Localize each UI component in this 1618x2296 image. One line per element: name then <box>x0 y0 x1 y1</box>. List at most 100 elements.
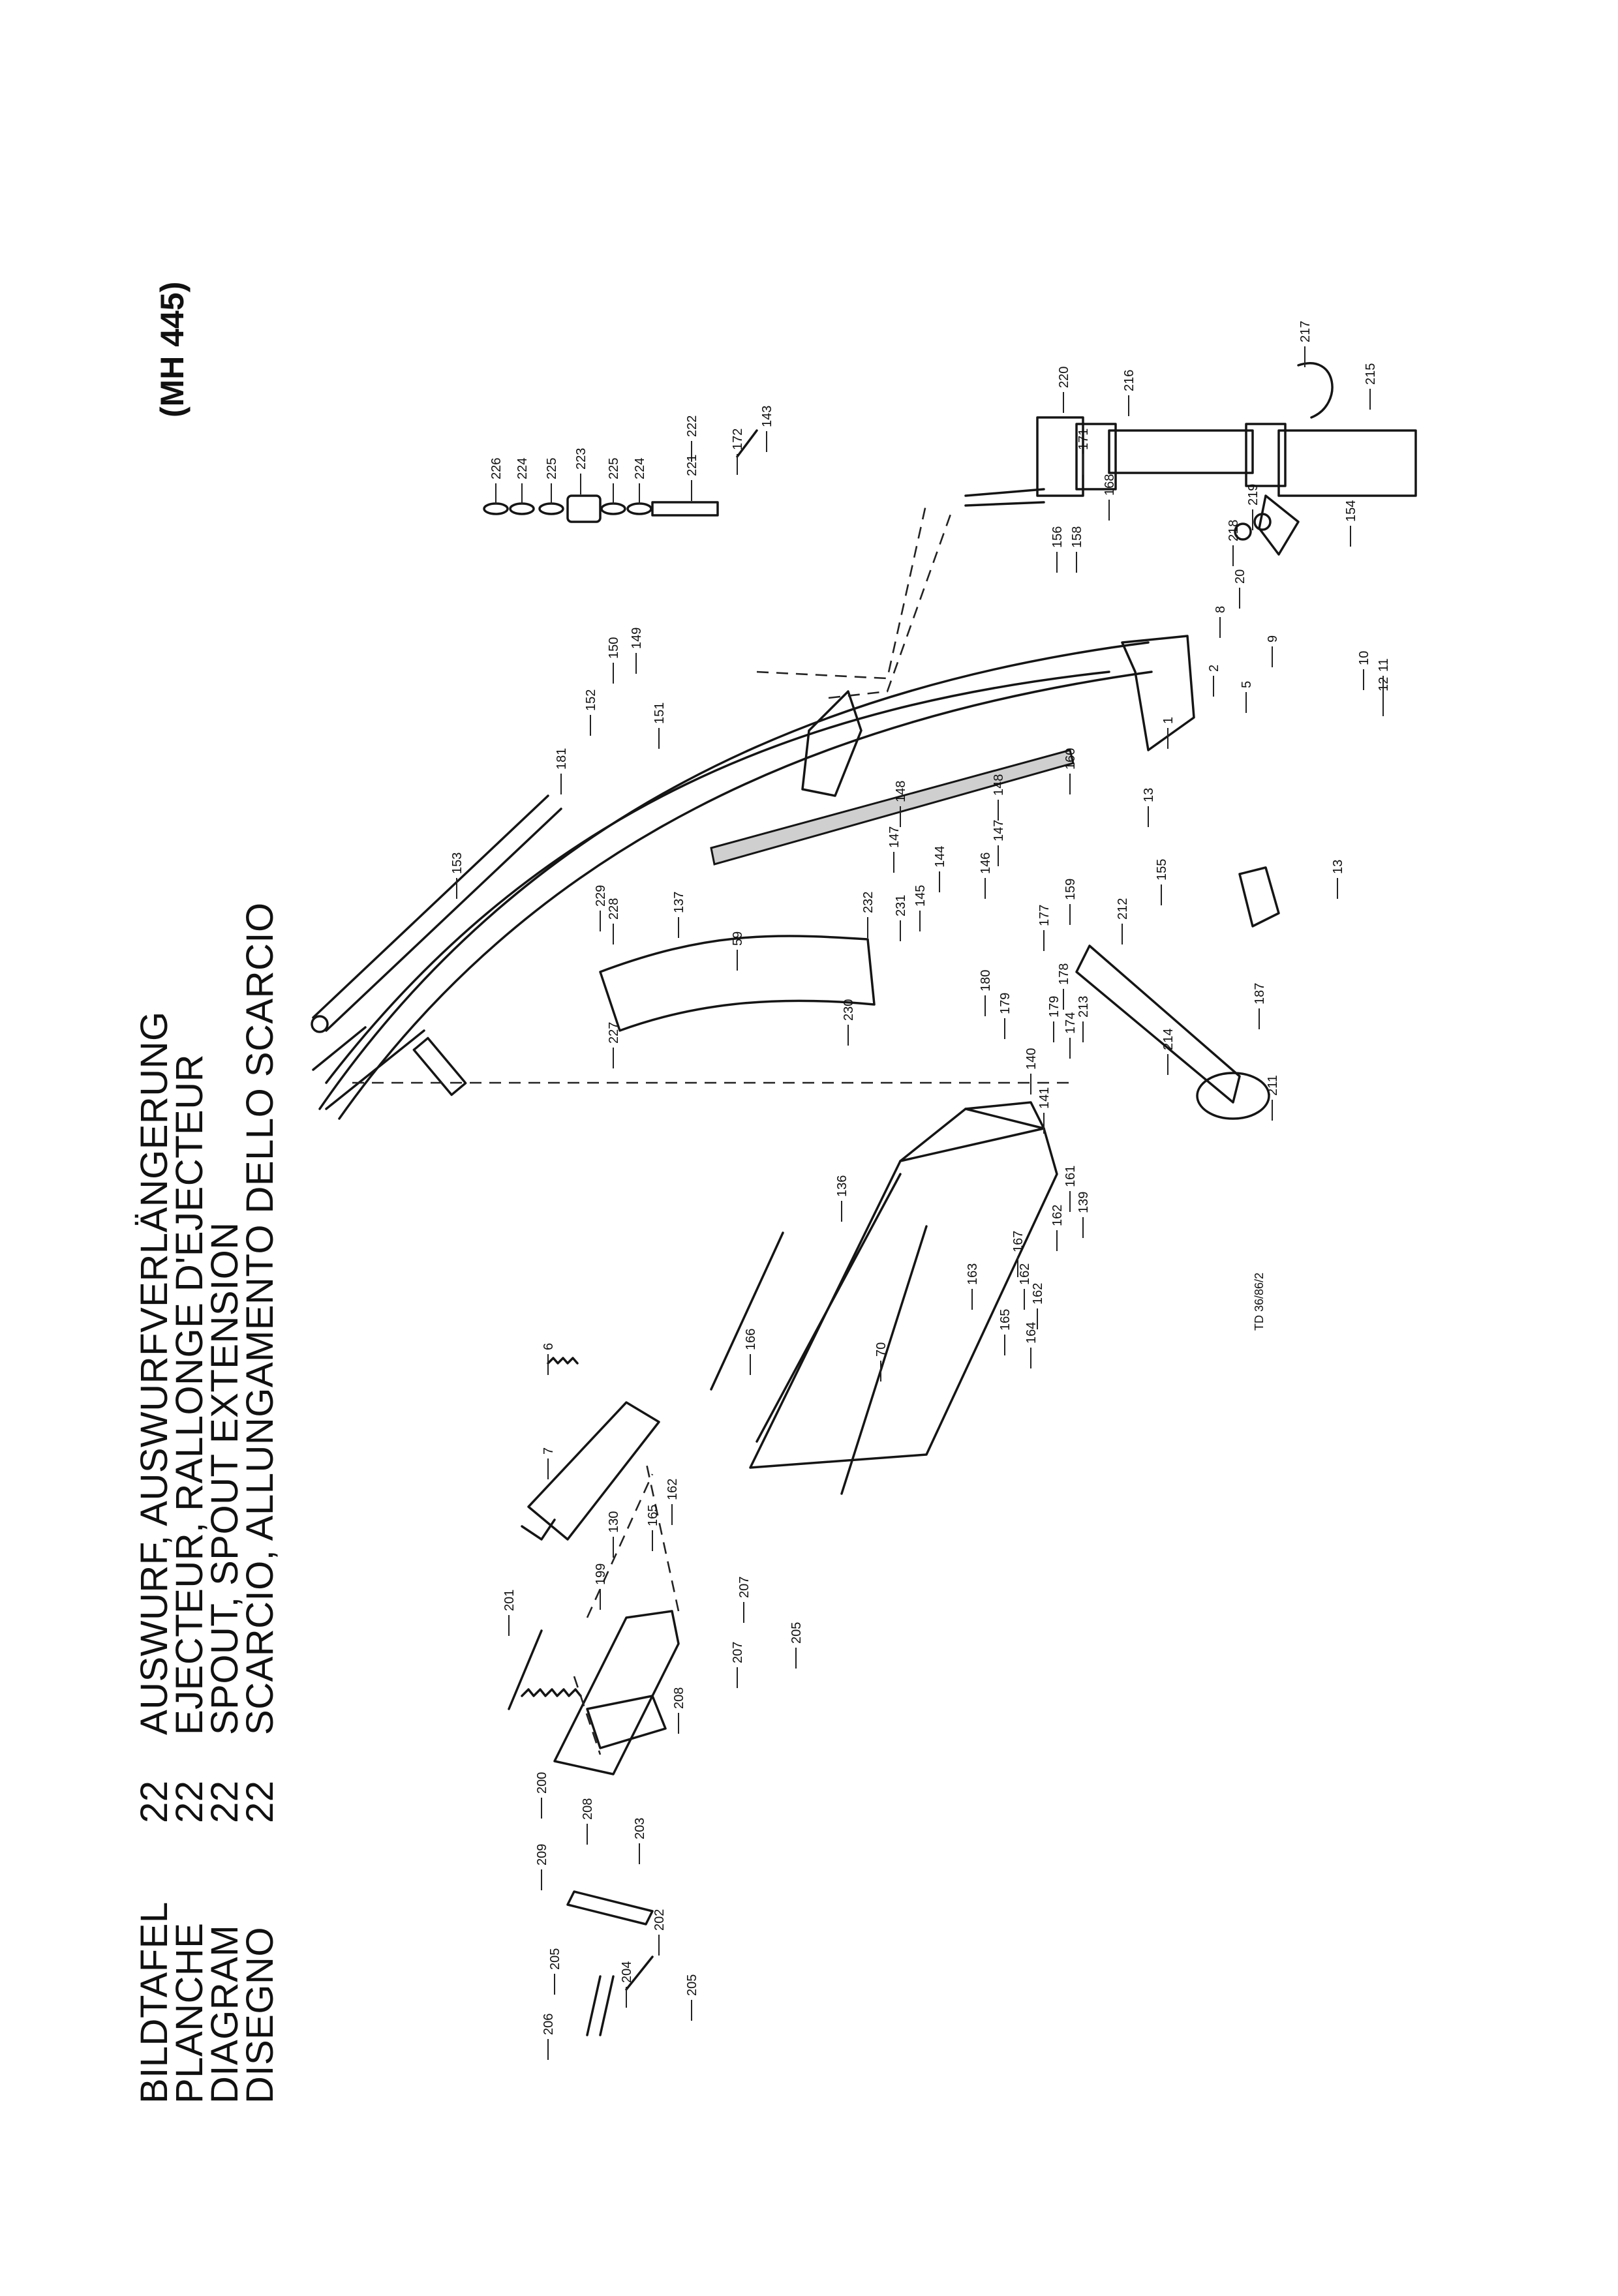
callout-number: 9 <box>1266 635 1280 642</box>
callout-number: 187 <box>1253 983 1267 1004</box>
callout-number: 6 <box>542 1343 556 1350</box>
callout-number: 165 <box>998 1309 1013 1331</box>
callout-number: 204 <box>620 1961 634 1983</box>
callout-number: 224 <box>633 458 647 479</box>
callout-number: 179 <box>1047 996 1061 1018</box>
callout-number: 219 <box>1246 484 1260 506</box>
callout-number: 158 <box>1070 526 1084 548</box>
callout-number: 225 <box>607 458 621 479</box>
callout-number: 207 <box>737 1577 752 1598</box>
callout-number: 59 <box>731 931 745 946</box>
callout-number: 7 <box>542 1447 556 1455</box>
callout-number: 163 <box>966 1263 980 1285</box>
callout-number: 177 <box>1037 905 1052 926</box>
callout-number: 11 <box>1377 658 1391 672</box>
callout-number: 172 <box>731 429 745 450</box>
callout-number: 203 <box>633 1818 647 1839</box>
callout-number: 159 <box>1063 879 1078 900</box>
control-cable <box>710 1231 784 1391</box>
callout-number: 162 <box>1018 1263 1032 1285</box>
callout-number: 230 <box>842 999 856 1021</box>
callout-number: 225 <box>545 458 559 479</box>
upper-bracket-assembly <box>964 362 1417 556</box>
callout-number: 147 <box>887 826 902 848</box>
callout-number: 227 <box>607 1022 621 1044</box>
callout-number: 223 <box>574 448 588 470</box>
callout-number: 232 <box>861 892 876 913</box>
callout-number: 2 <box>1207 665 1221 672</box>
callout-number: 202 <box>652 1909 667 1931</box>
chute-body <box>749 1101 1058 1469</box>
spout-extension-arm <box>318 635 1195 1120</box>
callout-number: 211 <box>1266 1075 1280 1096</box>
callout-number: 168 <box>1103 474 1117 496</box>
callout-number: 226 <box>489 458 504 479</box>
callout-number: 137 <box>672 892 686 913</box>
callout-number: 228 <box>607 898 621 920</box>
callout-number: 153 <box>450 853 465 874</box>
callout-number: 222 <box>685 415 699 437</box>
callout-number: 171 <box>1076 429 1091 450</box>
callout-number: 152 <box>584 689 598 711</box>
callout-number: 207 <box>731 1642 745 1663</box>
callout-number: 151 <box>652 702 667 724</box>
callout-number: 150 <box>607 637 621 659</box>
callout-number: 216 <box>1122 370 1137 391</box>
callout-number: 229 <box>594 885 608 907</box>
callout-number: 162 <box>1050 1205 1065 1226</box>
callout-number: 214 <box>1161 1029 1176 1050</box>
callout-number: 179 <box>998 993 1013 1014</box>
callout-number: 1 <box>1161 717 1176 724</box>
callout-number: 144 <box>933 846 947 868</box>
callout-number: 217 <box>1298 321 1313 342</box>
callout-number: 146 <box>979 853 993 874</box>
callout-number: 209 <box>535 1844 549 1865</box>
rod-assembly <box>311 794 562 1110</box>
callout-number: 149 <box>630 627 644 649</box>
callout-number: 140 <box>1024 1048 1039 1070</box>
callout-number: 180 <box>979 970 993 991</box>
callout-number: 200 <box>535 1772 549 1794</box>
callout-number: 154 <box>1344 500 1358 522</box>
callout-number: 181 <box>555 748 569 770</box>
chute-hood <box>521 1401 660 1541</box>
callout-number: 136 <box>835 1175 849 1197</box>
callout-number: 130 <box>607 1511 621 1533</box>
callout-number: 178 <box>1057 963 1071 985</box>
callout-number: 221 <box>685 455 699 476</box>
callout-number: 13 <box>1331 860 1345 874</box>
callout-number: 145 <box>913 885 928 907</box>
latch-bracket <box>508 1610 680 1775</box>
control-rod <box>840 1225 928 1495</box>
springs <box>521 1357 582 1697</box>
callout-number: 215 <box>1364 363 1378 385</box>
callout-number: 13 <box>1142 788 1156 802</box>
callout-number: 213 <box>1076 996 1091 1018</box>
callout-number: 160 <box>1063 748 1078 770</box>
callout-number: 212 <box>1116 898 1130 920</box>
callout-number: 220 <box>1057 367 1071 388</box>
callout-number: 205 <box>548 1948 562 1970</box>
callout-number: 231 <box>894 895 908 916</box>
callout-number: 162 <box>1031 1283 1045 1305</box>
callout-number: 165 <box>646 1505 660 1526</box>
callout-number: 164 <box>1024 1322 1039 1344</box>
callout-number: 70 <box>874 1342 889 1357</box>
callout-number: 139 <box>1076 1192 1091 1213</box>
callout-number: 208 <box>672 1687 686 1709</box>
callout-number: 201 <box>502 1590 517 1611</box>
callout-number: 162 <box>665 1479 680 1500</box>
callout-number: 174 <box>1063 1012 1078 1034</box>
callout-number: 199 <box>594 1563 608 1585</box>
callout-number: 10 <box>1357 651 1371 665</box>
callout-number: 141 <box>1037 1087 1052 1109</box>
callout-number: 218 <box>1227 520 1241 541</box>
callout-number: 8 <box>1214 606 1228 613</box>
callout-number: 156 <box>1050 526 1065 548</box>
alignment-lines <box>352 502 1070 1755</box>
callout-number: 147 <box>992 820 1006 841</box>
callout-number: 155 <box>1155 859 1169 881</box>
callout-number: 205 <box>685 1974 699 1996</box>
